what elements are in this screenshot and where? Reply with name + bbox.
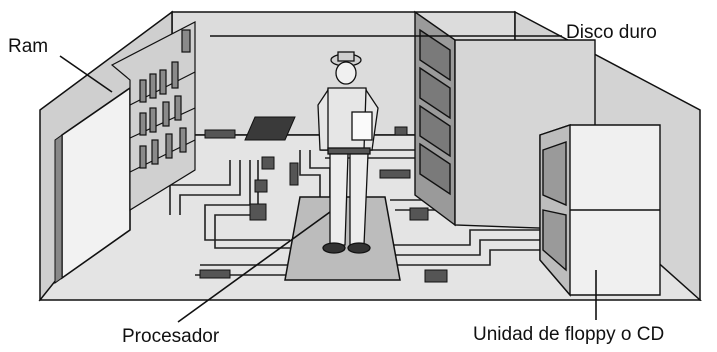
floppy-cd-unit: [540, 125, 660, 295]
floppy-cd-label: Unidad de floppy o CD: [473, 324, 664, 346]
ram-label: Ram: [8, 36, 48, 58]
ram-panel-edge: [55, 135, 62, 283]
processor-label: Procesador: [122, 326, 219, 348]
hard-disk-label: Disco duro: [566, 22, 657, 44]
